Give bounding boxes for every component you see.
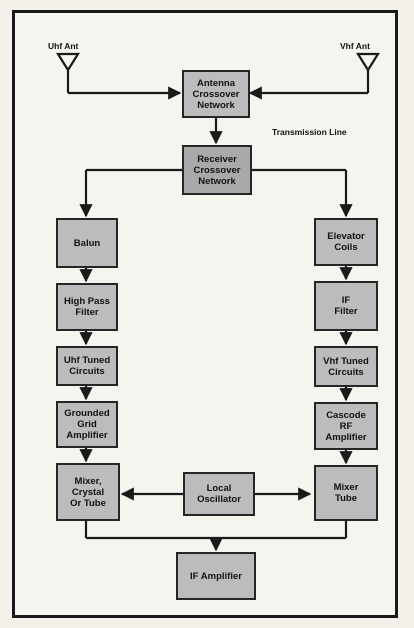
grounded-grid-amplifier-block: Grounded Grid Amplifier <box>56 401 118 448</box>
antenna-crossover-network-block: Antenna Crossover Network <box>182 70 250 118</box>
local-oscillator-block: Local Oscillator <box>183 472 255 516</box>
high-pass-filter-block: High Pass Filter <box>56 283 118 331</box>
mixer-tube-block: Mixer Tube <box>314 465 378 521</box>
vhf-tuned-circuits-block: Vhf Tuned Circuits <box>314 346 378 387</box>
vhf-antenna-icon <box>356 52 380 73</box>
uhf-antenna-icon <box>56 52 80 73</box>
cascode-rf-amplifier-block: Cascode RF Amplifier <box>314 402 378 450</box>
elevator-coils-block: Elevator Coils <box>314 218 378 266</box>
if-amplifier-block: IF Amplifier <box>176 552 256 600</box>
receiver-crossover-network-block: Receiver Crossover Network <box>182 145 252 195</box>
uhf-tuned-circuits-block: Uhf Tuned Circuits <box>56 346 118 386</box>
balun-block: Balun <box>56 218 118 268</box>
uhf-antenna-label: Uhf Ant <box>48 41 79 51</box>
transmission-line-label: Transmission Line <box>272 127 347 137</box>
if-filter-block: IF Filter <box>314 281 378 331</box>
vhf-antenna-label: Vhf Ant <box>340 41 370 51</box>
mixer-crystal-or-tube-block: Mixer, Crystal Or Tube <box>56 463 120 521</box>
